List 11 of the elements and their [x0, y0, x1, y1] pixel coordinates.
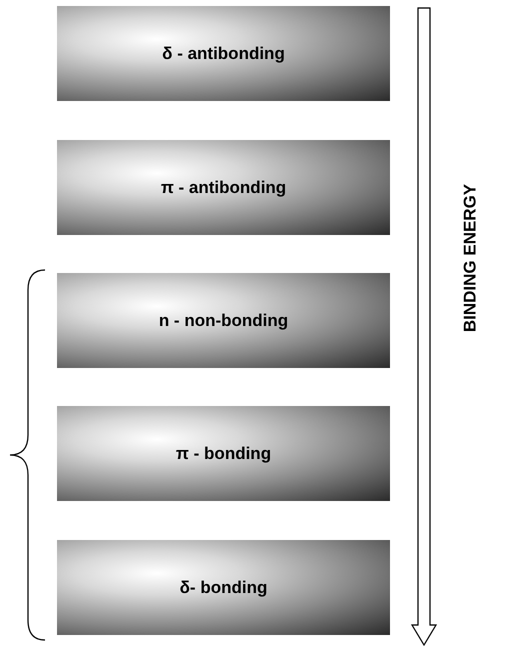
- axis-label: BINDING ENERGY: [459, 184, 480, 332]
- level-label: π - bonding: [176, 442, 272, 465]
- energy-level-box: [57, 273, 390, 368]
- level-label: δ - antibonding: [162, 42, 285, 65]
- level-label: n - non-bonding: [158, 310, 288, 332]
- energy-level-box: [57, 140, 390, 235]
- level-label: δ- bonding: [180, 576, 268, 599]
- energy-level-box: [57, 540, 390, 635]
- energy-level-box: [57, 406, 390, 501]
- level-label: π - antibonding: [160, 176, 286, 199]
- energy-level-box: [57, 6, 390, 101]
